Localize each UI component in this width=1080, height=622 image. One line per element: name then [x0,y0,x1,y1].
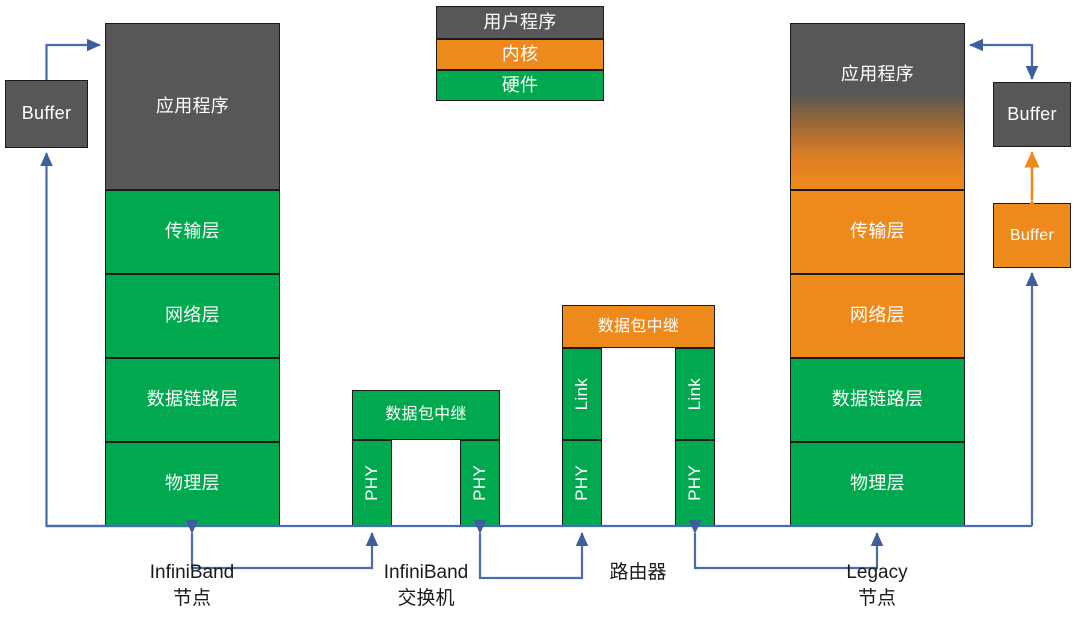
legacy-node-layer-datalink: 数据链路层 [790,358,965,442]
ib-node-layer-datalink: 数据链路层 [105,358,280,442]
caption-router: 路由器 [609,562,667,583]
legend-item-kernel: 内核 [436,39,604,70]
router-port-left-link-label: Link [571,377,591,411]
ib-node-layer-network-label: 网络层 [165,305,220,326]
caption-ib-switch: InfiniBand 交换机 [383,562,469,609]
legacy-node-buffer-kernel-label: Buffer [1009,226,1055,244]
legacy-node-layer-datalink-label: 数据链路层 [831,389,924,410]
caption-legacy-node: Legacy 节点 [846,562,908,609]
legacy-node-layer-application-label: 应用程序 [840,63,915,84]
router-port-right-phy: PHY [675,440,715,526]
ib-node-layer-physical: 物理层 [105,442,280,526]
ib-node-layer-network: 网络层 [105,274,280,358]
ib-switch-port-left: PHY [352,440,392,526]
ib-node-layer-application-label: 应用程序 [155,95,230,116]
legacy-node-layer-network-label: 网络层 [850,305,905,326]
router-port-left-phy: PHY [562,440,602,526]
wire-ib-buffer-to-app [45,38,101,80]
wire-legacy-app-to-buffer [969,38,1034,79]
legend-item-hardware: 硬件 [436,70,604,101]
ib-node-layer-transport: 传输层 [105,190,280,274]
router-relay-label: 数据包中继 [597,317,680,335]
legacy-node-buffer-user: Buffer [993,82,1071,147]
legacy-node-layer-application: 应用程序 [790,23,965,190]
legacy-node-layer-transport-label: 传输层 [850,221,905,242]
legacy-node-layer-transport: 传输层 [790,190,965,274]
ib-switch-relay-label: 数据包中继 [385,406,467,424]
legend-label-hardware: 硬件 [501,74,539,95]
ib-switch-port-right-label: PHY [469,465,489,501]
router-relay: 数据包中继 [562,305,715,348]
ib-node-layer-datalink-label: 数据链路层 [146,389,239,410]
router-port-right-phy-label: PHY [684,465,704,501]
router-port-left-phy-label: PHY [571,465,591,501]
router-port-left-link: Link [562,348,602,440]
legacy-node-layer-network: 网络层 [790,274,965,358]
router-port-right-link-label: Link [684,377,704,411]
ib-node-buffer-label: Buffer [21,103,72,124]
ib-node-layer-transport-label: 传输层 [165,221,220,242]
legacy-node-layer-physical-label: 物理层 [850,473,905,494]
ib-node-layer-physical-label: 物理层 [165,473,220,494]
legacy-node-buffer-user-label: Buffer [1007,103,1057,124]
ib-node-layer-application: 应用程序 [105,23,280,190]
legend-label-user-program: 用户程序 [483,11,557,32]
ib-switch-relay: 数据包中继 [352,390,500,440]
legacy-node-layer-physical: 物理层 [790,442,965,526]
ib-node-buffer: Buffer [5,80,88,148]
ib-switch-port-left-label: PHY [361,465,381,501]
caption-ib-node: InfiniBand 节点 [149,562,235,609]
legacy-node-buffer-kernel: Buffer [993,203,1071,268]
router-port-right-link: Link [675,348,715,440]
legend-item-user-program: 用户程序 [436,6,604,39]
ib-switch-port-right: PHY [460,440,500,526]
legend-label-kernel: 内核 [501,43,539,64]
